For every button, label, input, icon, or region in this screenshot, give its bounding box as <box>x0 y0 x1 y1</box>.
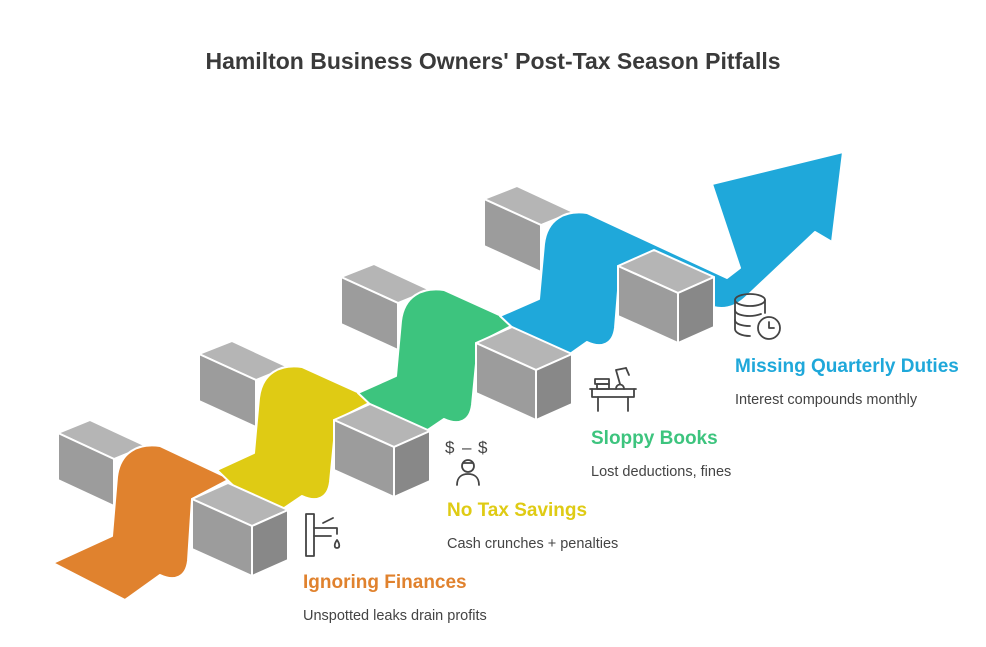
step-no-tax-savings: No Tax Savings Cash crunches + penalties <box>447 500 618 552</box>
step-description: Lost deductions, fines <box>591 464 732 480</box>
svg-text:$: $ <box>445 438 455 457</box>
step-heading: Sloppy Books <box>591 428 718 449</box>
step-heading: Ignoring Finances <box>303 572 467 593</box>
step-description: Unspotted leaks drain profits <box>303 608 487 624</box>
messy-desk-icon <box>589 367 637 412</box>
step-sloppy-books: Sloppy Books Lost deductions, fines <box>591 428 731 480</box>
page-title: Hamilton Business Owners' Post-Tax Seaso… <box>205 48 781 74</box>
step-heading: No Tax Savings <box>447 500 588 521</box>
step-description: Interest compounds monthly <box>735 392 918 408</box>
step-heading: Missing Quarterly Duties <box>735 356 959 377</box>
step-ignoring-finances: Ignoring Finances Unspotted leaks drain … <box>303 572 487 624</box>
faucet-icon <box>305 513 341 557</box>
front-block-4 <box>617 249 715 344</box>
step-missing-quarterly-duties: Missing Quarterly Duties Interest compou… <box>735 356 959 408</box>
svg-text:$: $ <box>478 438 488 457</box>
step-description: Cash crunches + penalties <box>447 536 619 552</box>
database-clock-icon <box>734 293 781 340</box>
svg-text:–: – <box>462 438 472 457</box>
front-block-3 <box>475 326 573 421</box>
front-block-2 <box>333 403 431 498</box>
person-money-icon: $ – $ <box>445 438 488 486</box>
front-block-1 <box>191 482 289 577</box>
